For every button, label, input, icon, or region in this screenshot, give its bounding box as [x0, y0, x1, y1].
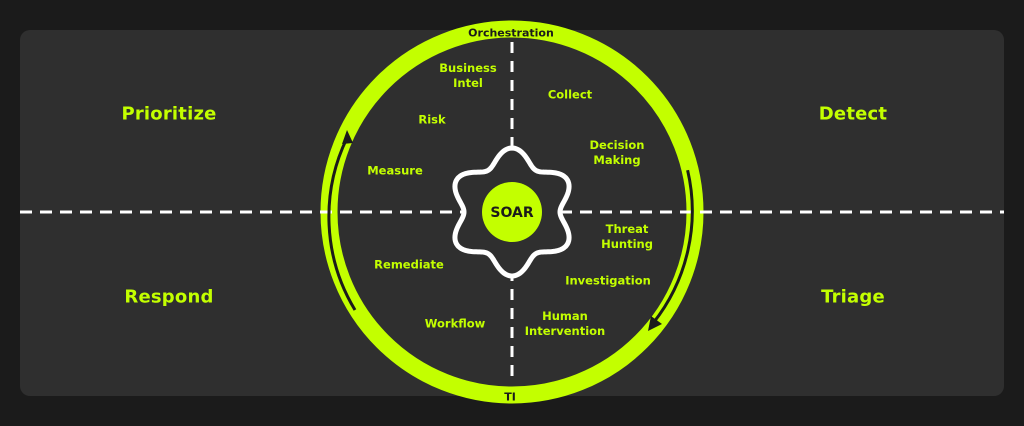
- ring-label-bottom: TI: [504, 390, 516, 404]
- item-risk: Risk: [418, 112, 446, 127]
- item-collect: Collect: [547, 87, 593, 102]
- item-remediate: Remediate: [374, 257, 444, 272]
- item-measure: Measure: [367, 163, 423, 178]
- arrow-icon-right: [648, 169, 694, 331]
- item-workflow: Workflow: [424, 316, 486, 331]
- quadrant-label-detect: Detect: [818, 103, 888, 125]
- arrow-icon-left: [327, 130, 357, 311]
- quadrant-label-respond: Respond: [124, 286, 214, 308]
- ring-label-top: Orchestration: [468, 26, 554, 40]
- soar-core: [482, 182, 542, 242]
- item-threat-hunting: Threat Hunting: [601, 222, 653, 251]
- item-human-intervention: Human Intervention: [524, 309, 606, 338]
- quadrant-label-prioritize: Prioritize: [121, 103, 217, 125]
- item-decision-making: Decision Making: [589, 138, 645, 167]
- quadrant-label-triage: Triage: [821, 286, 885, 308]
- soar-label: SOAR: [490, 205, 534, 221]
- item-business-intel: Business Intel: [439, 61, 497, 90]
- item-investigation: Investigation: [565, 273, 651, 288]
